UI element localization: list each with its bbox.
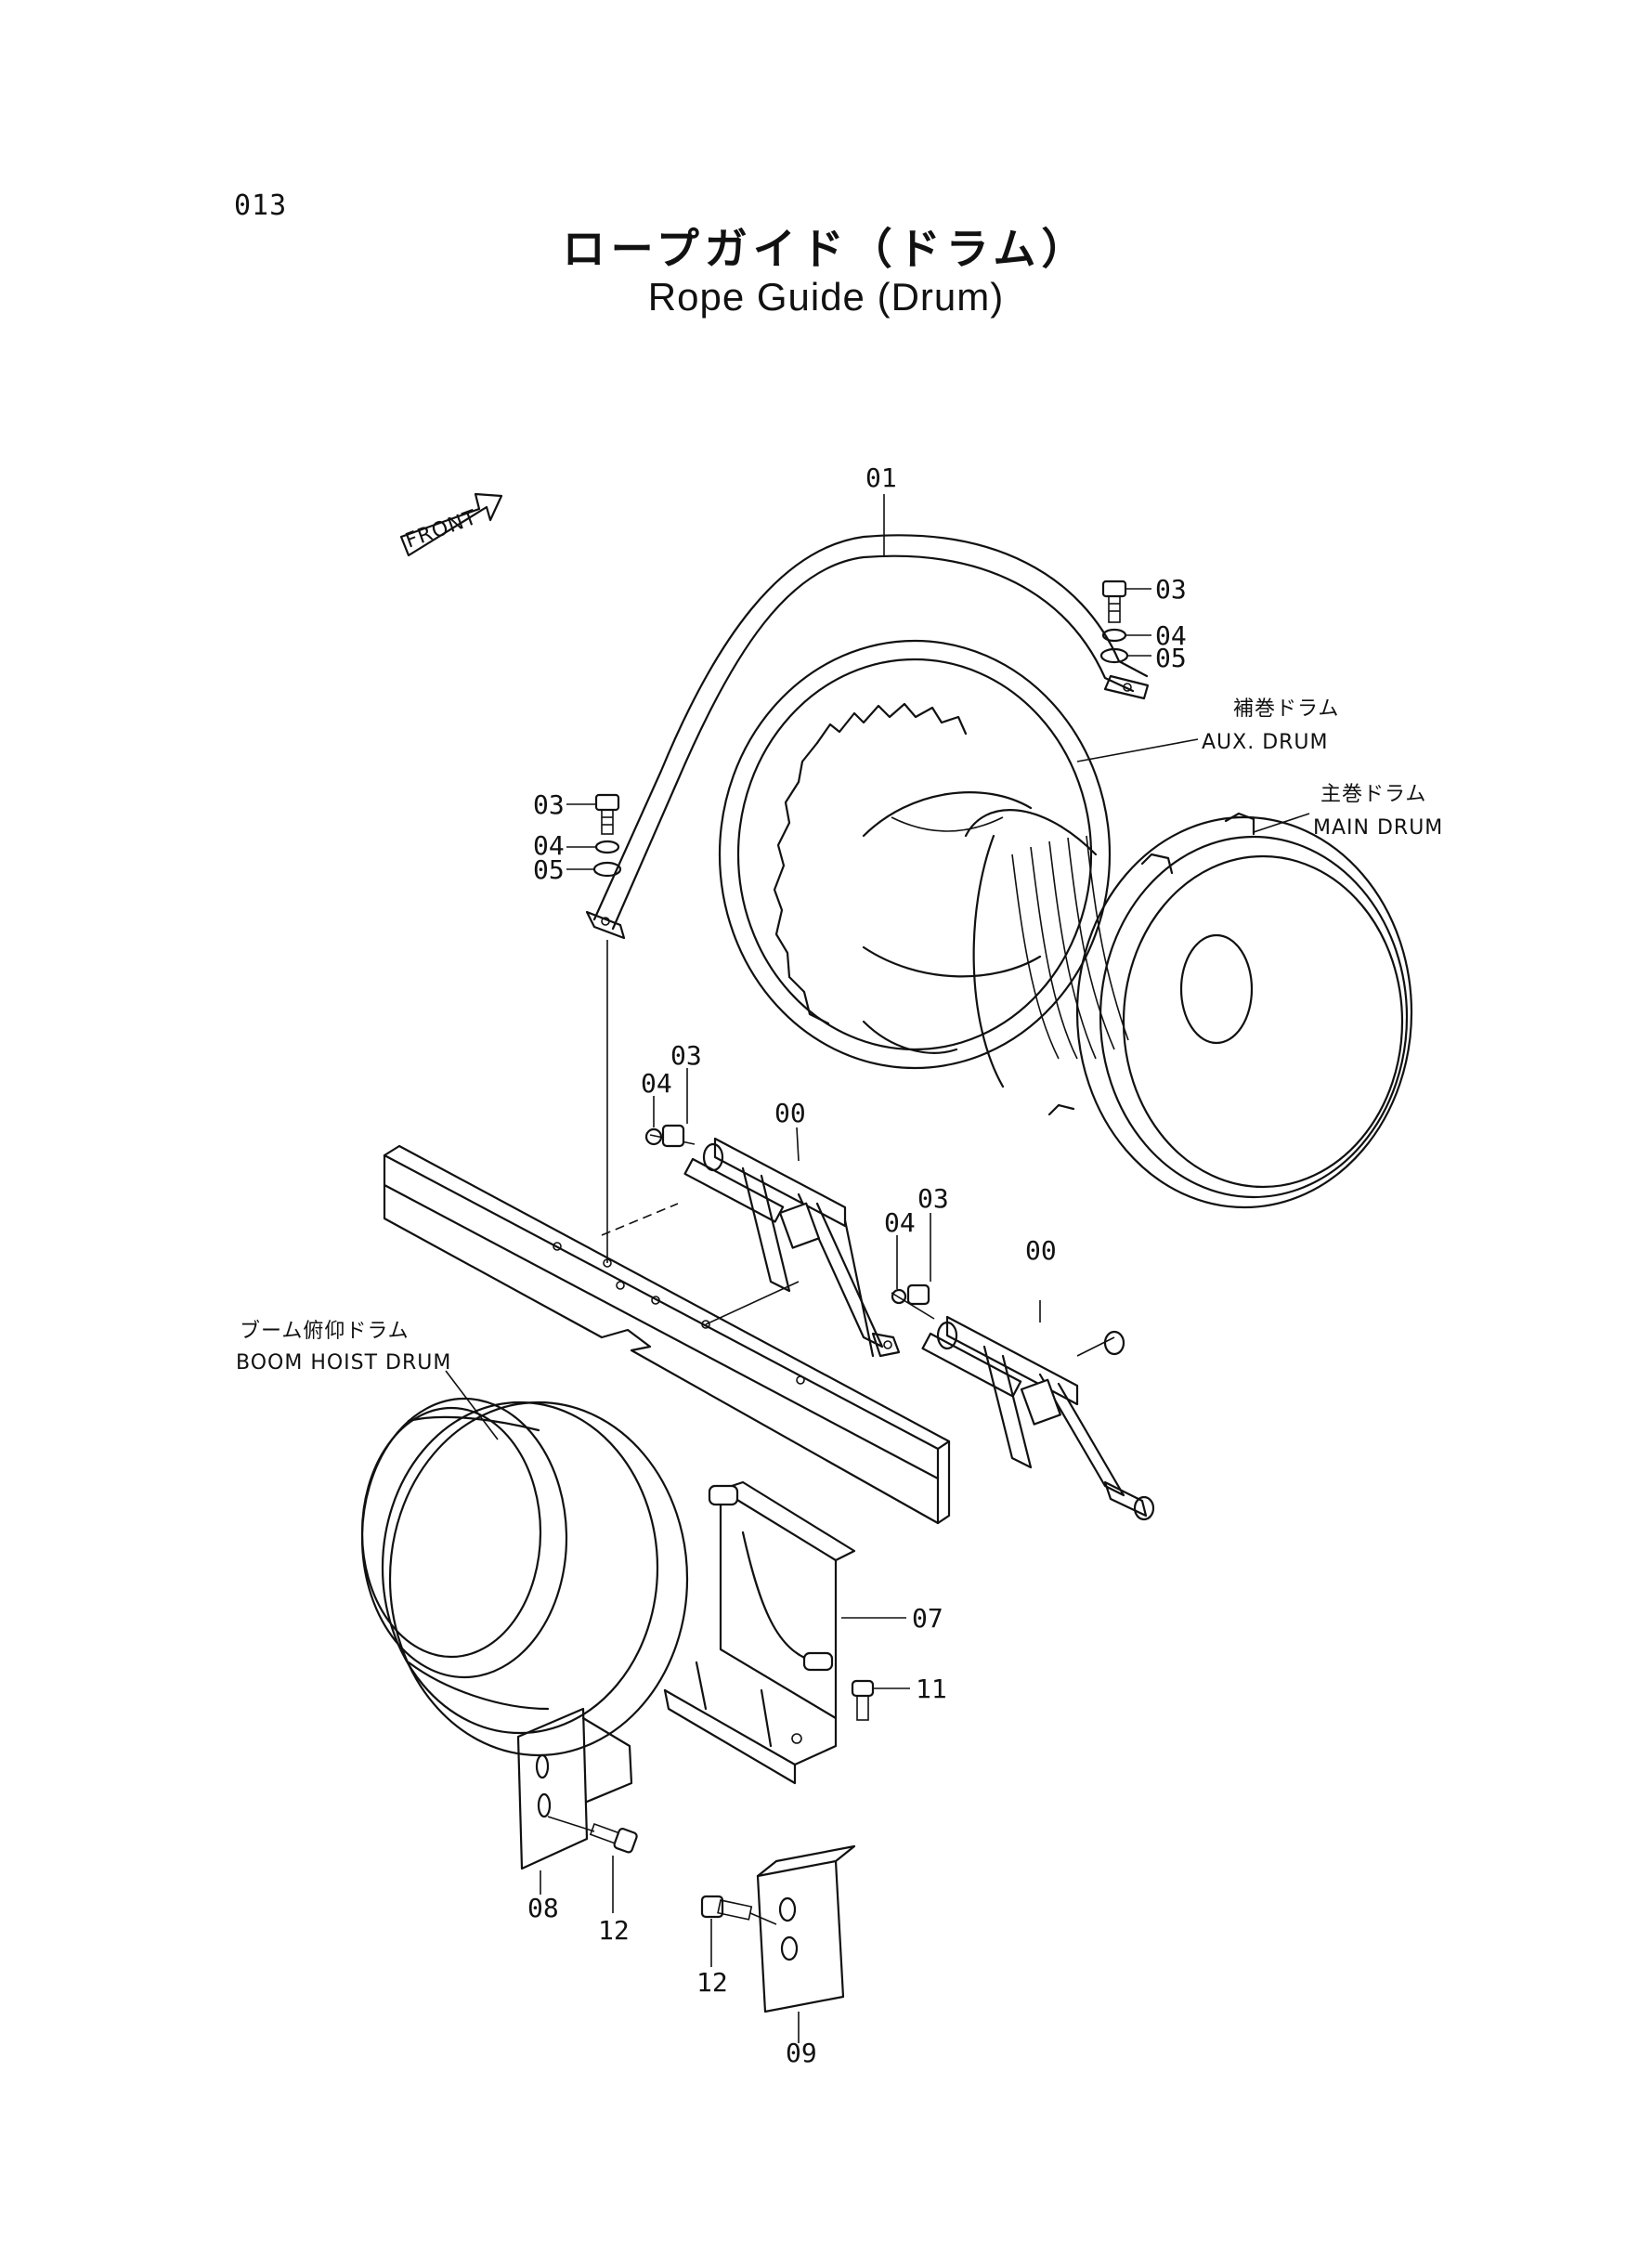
- bracket-07: [663, 1480, 906, 1785]
- boom-hoist-drum-label: BOOM HOIST DRUM: [236, 1351, 451, 1375]
- bolt-12-right: [700, 1895, 777, 1967]
- callout-12-a: 12: [598, 1915, 630, 1946]
- callout-11: 11: [916, 1674, 947, 1704]
- front-direction-arrow: FRONT: [399, 492, 503, 557]
- boom-hoist-drum-label-jp: ブーム俯仰ドラム: [240, 1320, 410, 1343]
- page-title-japanese: ロープガイド（ドラム）: [562, 224, 1090, 274]
- main-drum: [964, 809, 1413, 1209]
- callout-00-a: 00: [774, 1098, 806, 1128]
- bolt-set-left: [566, 793, 622, 1263]
- callout-07: 07: [912, 1603, 943, 1634]
- drum-labels: [445, 738, 1310, 1440]
- callout-04-top: 04: [1155, 620, 1187, 651]
- front-label: FRONT: [403, 506, 481, 554]
- callout-09: 09: [786, 2038, 817, 2068]
- aux-drum: [718, 639, 1112, 1070]
- roller-guide-lower: [891, 1213, 1155, 1521]
- callout-08: 08: [527, 1893, 559, 1923]
- aux-drum-label-jp: 補巻ドラム: [1233, 697, 1339, 721]
- plate-09: [756, 1844, 856, 2043]
- callout-04-a: 04: [641, 1068, 672, 1099]
- callout-03-top: 03: [1155, 574, 1187, 605]
- callout-05-left: 05: [533, 854, 565, 885]
- rope-guide-band: [585, 534, 1150, 940]
- callout-01: 01: [865, 463, 897, 493]
- callout-05-top: 05: [1155, 643, 1187, 673]
- callout-04-left: 04: [533, 830, 565, 861]
- main-drum-label: MAIN DRUM: [1313, 816, 1443, 840]
- callout-12-b: 12: [696, 1967, 728, 1998]
- frame-channel-beam: [383, 1144, 951, 1525]
- callout-03-left: 03: [533, 789, 565, 820]
- roller-guide-upper: [644, 1068, 901, 1358]
- bolt-11: [851, 1679, 910, 1721]
- callout-03-a: 03: [670, 1040, 702, 1071]
- main-drum-label-jp: 主巻ドラム: [1320, 783, 1426, 806]
- page-title: Rope Guide (Drum): [647, 275, 1005, 319]
- boom-hoist-drum: [360, 1397, 689, 1757]
- callout-00-b: 00: [1025, 1235, 1057, 1266]
- callout-04-b: 04: [884, 1207, 916, 1238]
- callout-03-b: 03: [917, 1183, 949, 1214]
- page-number: 013: [234, 189, 288, 222]
- plate-08: [516, 1707, 633, 1895]
- bolt-12-left: [589, 1822, 638, 1913]
- aux-drum-label: AUX. DRUM: [1202, 731, 1329, 754]
- bolt-set-top-right: [1099, 580, 1151, 664]
